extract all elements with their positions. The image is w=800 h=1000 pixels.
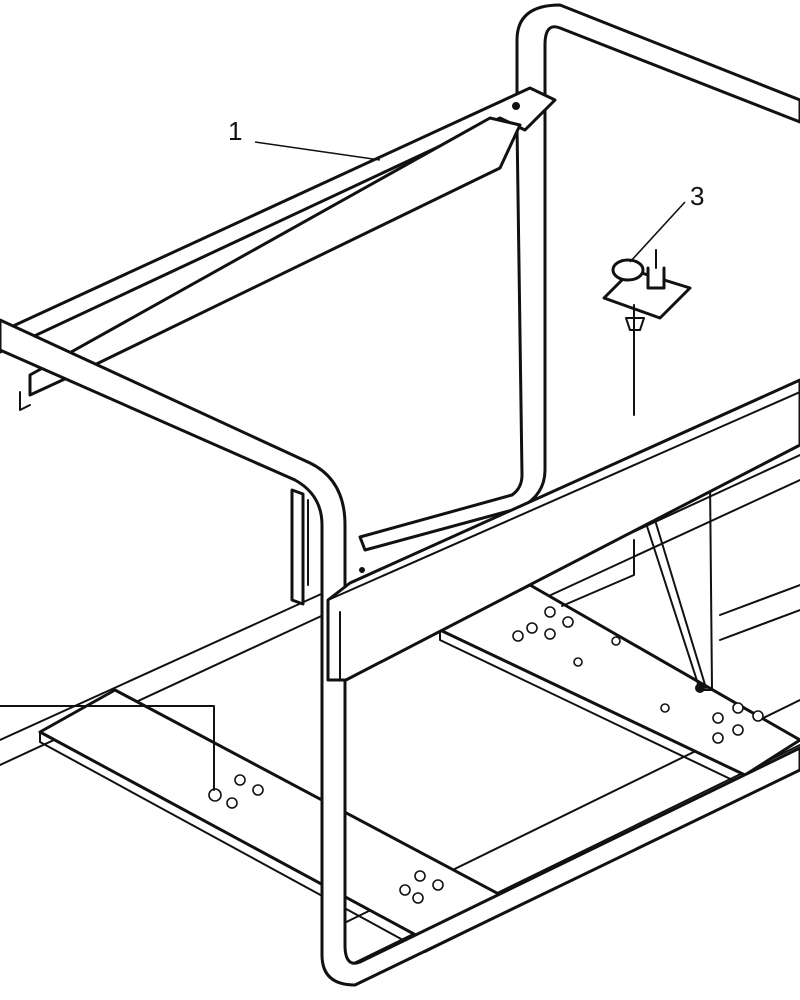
left-bracket-leader [0, 705, 215, 791]
cross-beam [326, 378, 800, 682]
clamp-connector [602, 249, 692, 331]
mount-holes [208, 606, 764, 904]
callout-3-label: 3 [690, 181, 705, 211]
rear-tube-loop [358, 3, 800, 552]
front-vertical-bracket [290, 488, 309, 606]
ground-wire [561, 329, 635, 607]
callout-1-label: 1 [228, 116, 243, 146]
base-plate-rear [438, 583, 800, 787]
callout-1-leader [254, 141, 381, 161]
right-support-bracket [644, 479, 713, 691]
front-tube-loop [0, 318, 800, 987]
callout-3-leader [629, 201, 686, 263]
top-rail-channel [0, 86, 557, 411]
base-plate-front [38, 688, 512, 953]
